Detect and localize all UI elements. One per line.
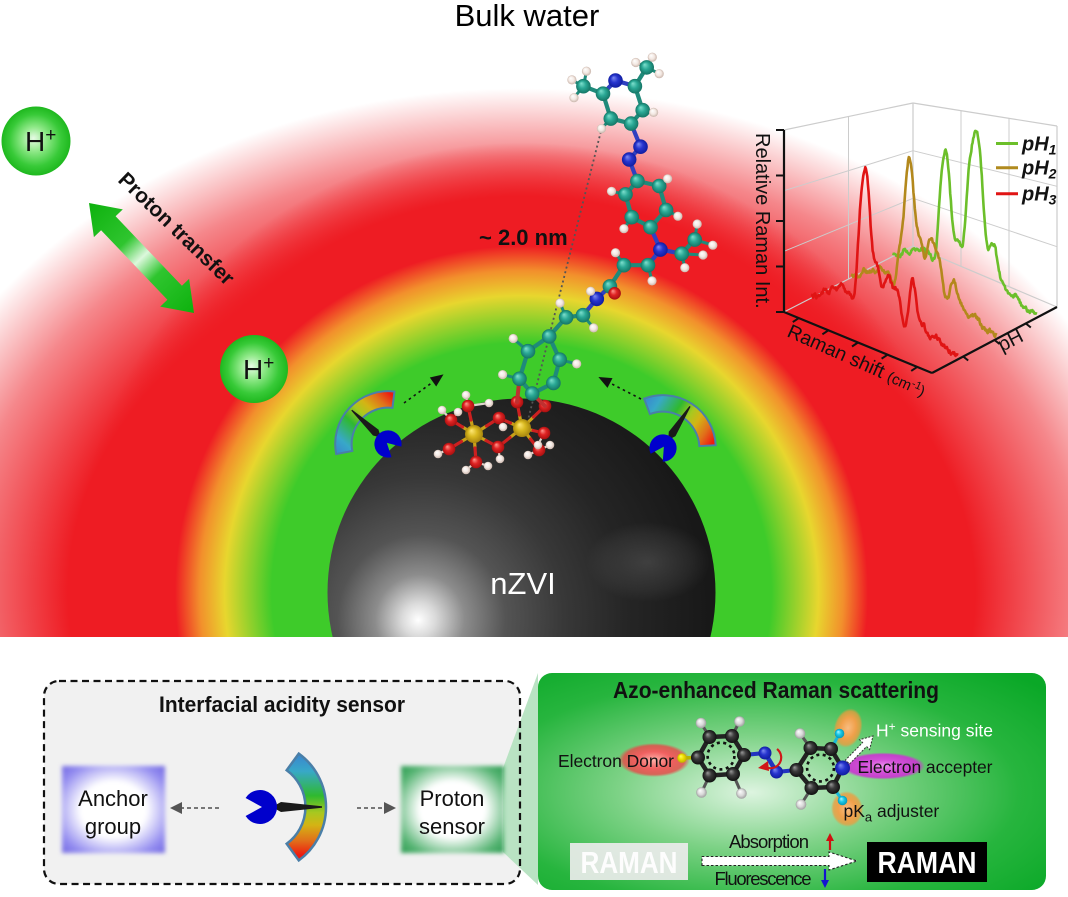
svg-text:Electron Donor: Electron Donor xyxy=(558,751,674,771)
svg-text:Interfacial acidity sensor: Interfacial acidity sensor xyxy=(159,692,405,717)
svg-text:Electron accepter: Electron accepter xyxy=(858,757,993,777)
svg-text:Azo-enhanced Raman scattering: Azo-enhanced Raman scattering xyxy=(613,677,939,703)
svg-text:nZVI: nZVI xyxy=(490,566,555,601)
svg-text:group: group xyxy=(85,814,141,839)
svg-text:RAMAN: RAMAN xyxy=(581,845,678,880)
svg-text:Bulk water: Bulk water xyxy=(455,0,600,33)
svg-text:~ 2.0 nm: ~ 2.0 nm xyxy=(479,225,568,250)
svg-text:Fluorescence: Fluorescence xyxy=(715,868,812,889)
svg-text:pKa adjuster: pKa adjuster xyxy=(844,801,940,825)
svg-text:RAMAN: RAMAN xyxy=(878,845,977,880)
svg-text:Relative Raman Int.: Relative Raman Int. xyxy=(751,133,773,309)
svg-text:Anchor: Anchor xyxy=(78,786,148,811)
svg-text:sensor: sensor xyxy=(419,814,485,839)
svg-text:Absorption: Absorption xyxy=(729,831,809,852)
svg-text:Proton: Proton xyxy=(420,786,485,811)
svg-text:H+ sensing site: H+ sensing site xyxy=(876,720,993,741)
